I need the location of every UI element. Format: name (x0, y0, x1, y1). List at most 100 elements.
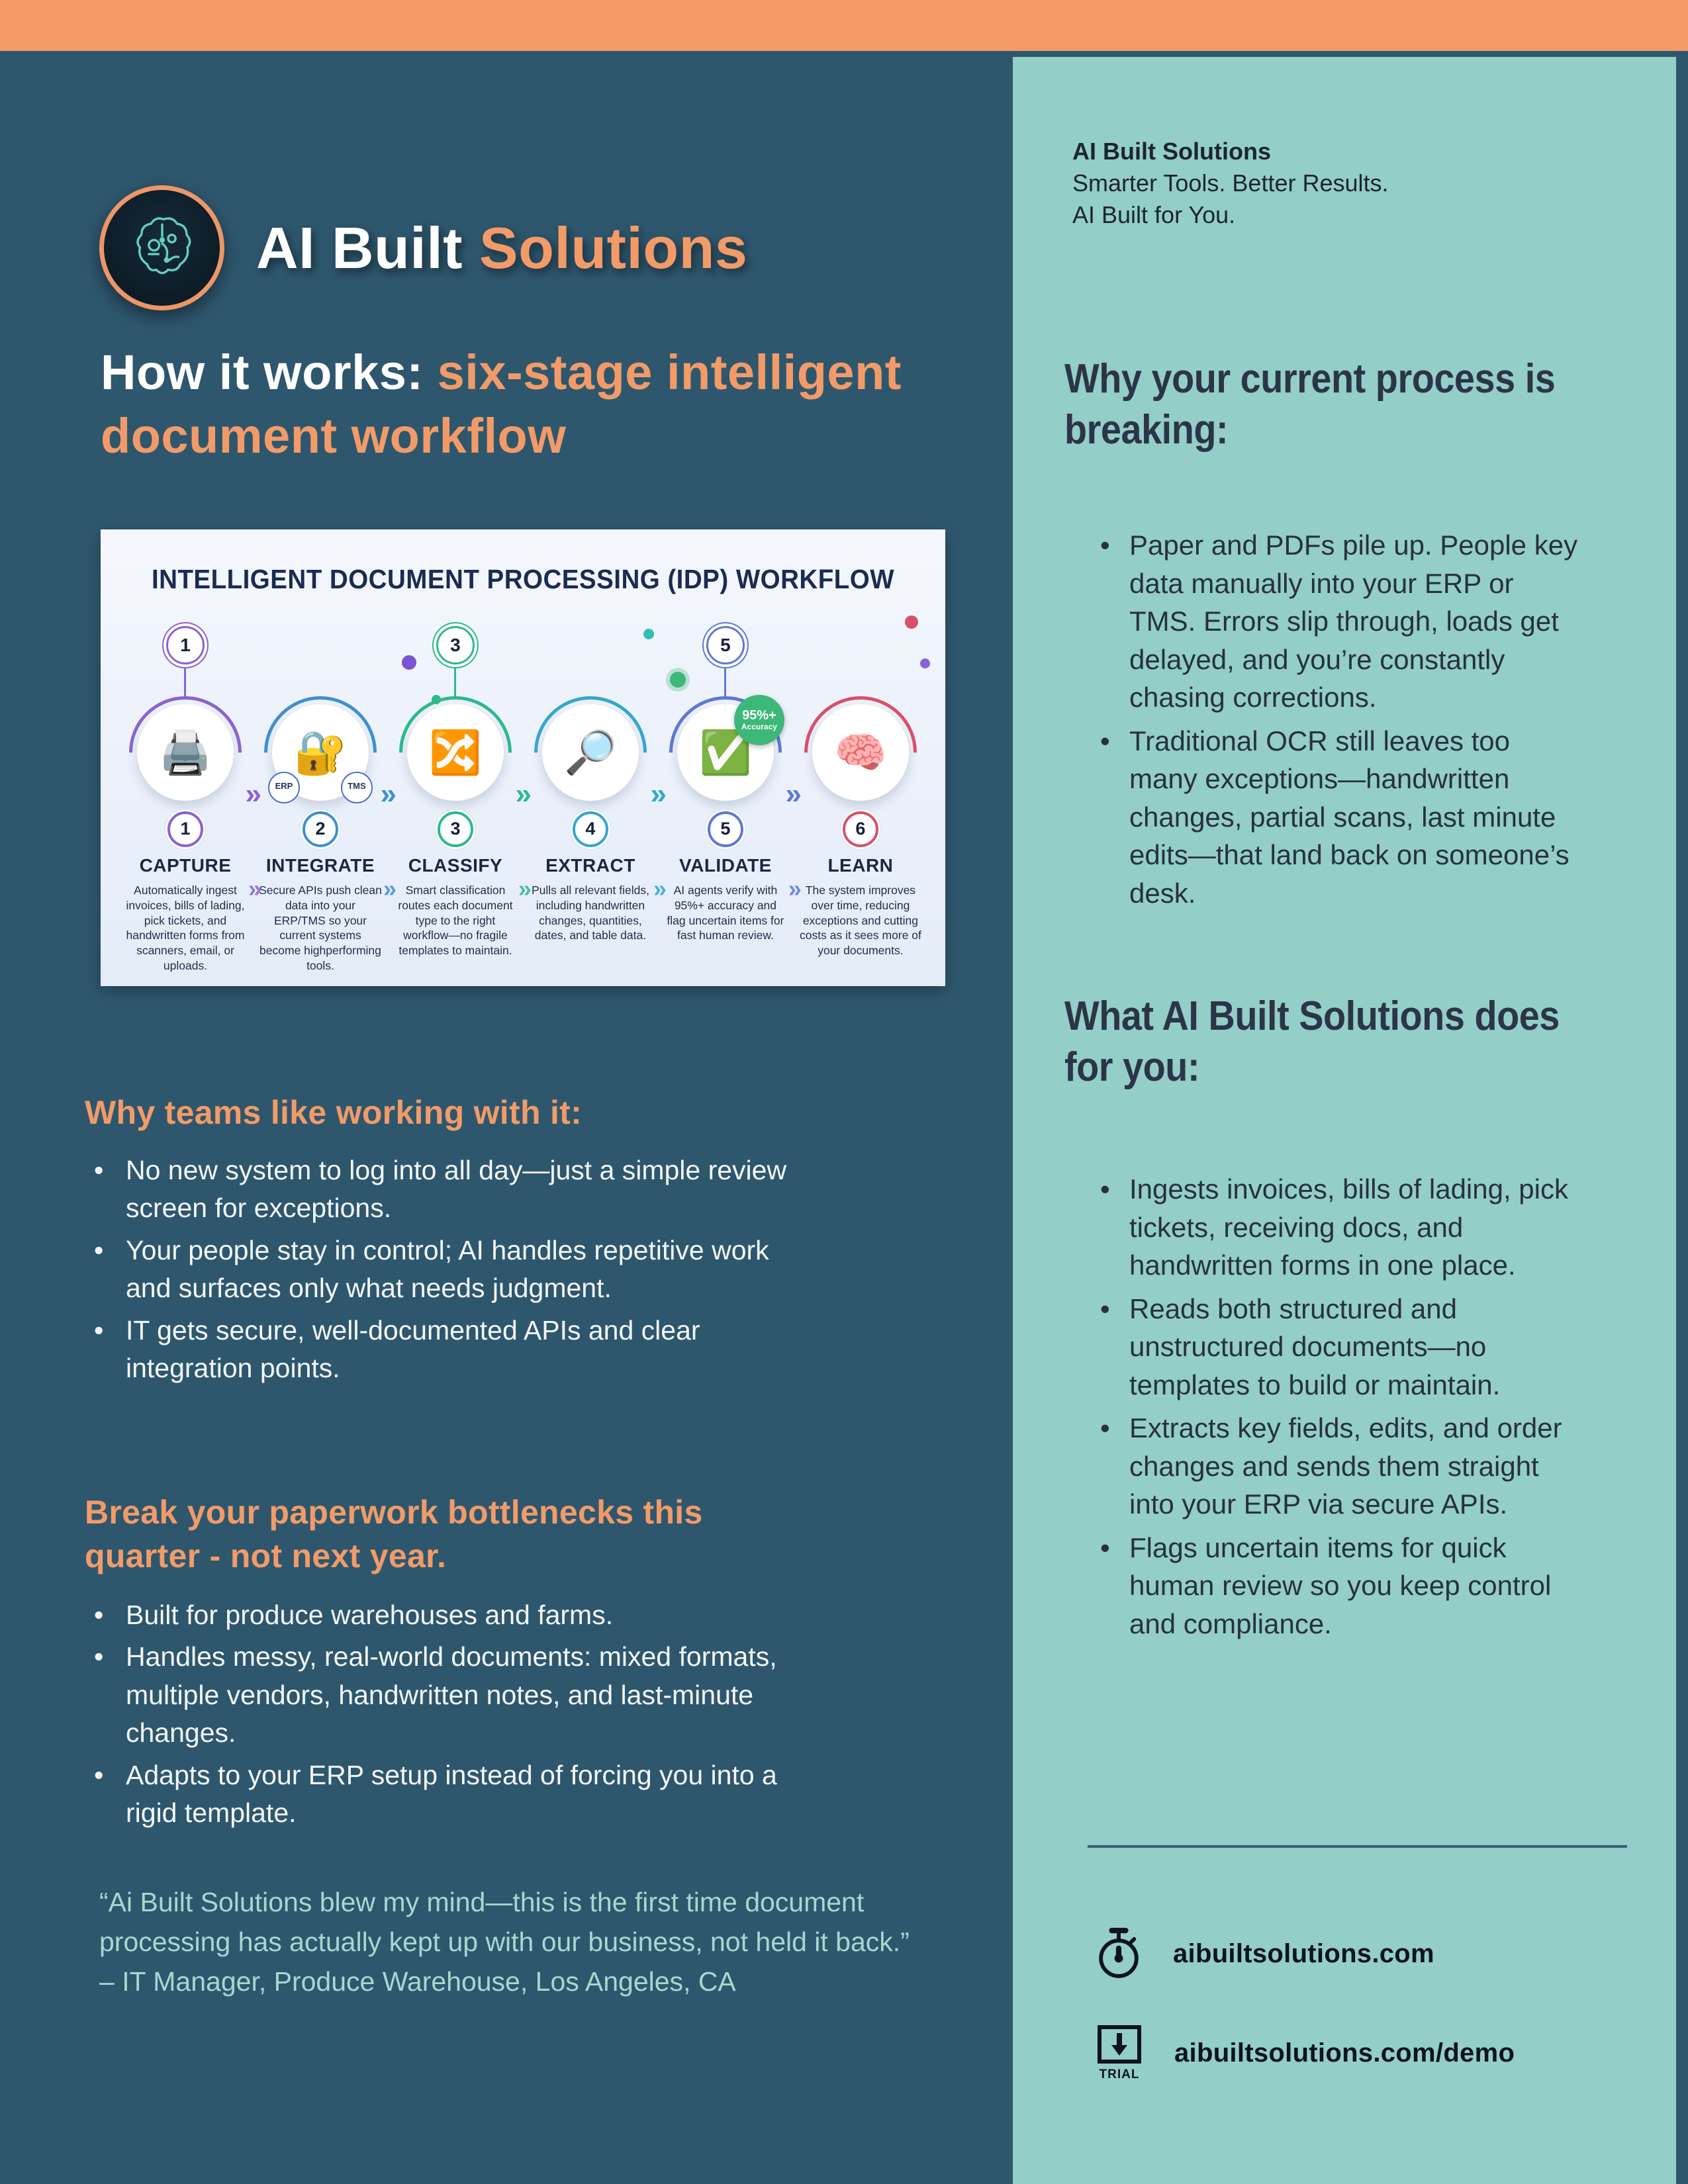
stage-name: CLASSIFY (408, 855, 503, 876)
stage-description: Secure APIs push clean data into your ER… (259, 884, 382, 972)
list-item: Reads both structured and unstructured d… (1092, 1290, 1579, 1404)
right-column-background (1013, 57, 1676, 2184)
list-item: Traditional OCR still leaves too many ex… (1092, 722, 1579, 913)
brand-tagline-1: Smarter Tools. Better Results. (1072, 169, 1389, 197)
routing-arrows-icon: 🔀 (429, 728, 482, 776)
footer-divider (1088, 1845, 1627, 1848)
brain-gears-icon: 🧠 (834, 728, 887, 776)
brand-logo-row: AI Built Solutions (99, 185, 747, 310)
trial-caption: TRIAL (1099, 2068, 1140, 2081)
erp-label: ERP (267, 772, 300, 803)
accuracy-badge-value: 95%+ (742, 707, 776, 723)
stage-capture: 1 🖨️ 1 CAPTURE Automatically ingest invo… (118, 622, 261, 974)
stage-number-badge: 6 (842, 811, 878, 847)
brand-wordmark: AI Built Solutions (256, 214, 747, 282)
list-item: Handles messy, real-world documents: mix… (86, 1638, 827, 1752)
badge-stem (454, 668, 457, 696)
stage-number-badge: 2 (302, 811, 338, 847)
stage-top-slot: 3 (394, 622, 517, 696)
stage-icon-circle: 🔎 (541, 704, 639, 801)
workflow-diagram: INTELLIGENT DOCUMENT PROCESSING (IDP) WO… (101, 529, 945, 986)
quote-text: “Ai Built Solutions blew my mind—this is… (99, 1887, 910, 1957)
cloud-lock-icon: 🔐 (294, 728, 347, 776)
list-item: IT gets secure, well-documented APIs and… (86, 1312, 808, 1388)
stage-icon-circle: 🔐 ERP TMS (267, 704, 373, 803)
what-we-do-bullet-list: Ingests invoices, bills of lading, pick … (1092, 1170, 1579, 1648)
list-item: Flags uncertain items for quick human re… (1092, 1529, 1579, 1643)
decorative-dot (920, 659, 930, 668)
website-link-row: aibuiltsolutions.com (1091, 1926, 1434, 1981)
stage-icon-circle: 🔀 (406, 704, 504, 801)
top-accent-bar (0, 0, 1688, 51)
accuracy-badge: 95%+ Accuracy (733, 695, 784, 745)
section-heading-bottlenecks: Break your paperwork bottlenecks this qu… (85, 1494, 703, 1574)
list-item: Ingests invoices, bills of lading, pick … (1092, 1170, 1579, 1285)
diagram-title: INTELLIGENT DOCUMENT PROCESSING (IDP) WO… (151, 564, 895, 594)
section-heading-current-process: Why your current process is breaking: (1064, 356, 1556, 453)
stage-description: The system improves over time, reducing … (800, 884, 921, 957)
stage-number-top-badge: 5 (706, 626, 745, 664)
section-heading-why-teams: Why teams like working with it: (85, 1094, 583, 1131)
brand-wordmark-accent: Solutions (479, 214, 748, 281)
stage-name: INTEGRATE (265, 855, 375, 876)
stage-top-slot (529, 622, 652, 696)
list-item: Extracts key fields, edits, and order ch… (1092, 1409, 1579, 1524)
brand-name: AI Built Solutions (1072, 138, 1271, 165)
stage-icon-circle: 🧠 (812, 704, 909, 801)
stage-description: Smart classification routes each documen… (398, 884, 513, 957)
stage-number-badge: 1 (167, 811, 203, 847)
trial-download-icon: TRIAL (1091, 2024, 1148, 2082)
stage-description: Automatically ingest invoices, bills of … (126, 884, 245, 972)
demo-link-row: TRIAL aibuiltsolutions.com/demo (1091, 2024, 1515, 2082)
section-heading-what-we-do: What AI Built Solutions does for you: (1064, 993, 1560, 1090)
stage-number-badge: 3 (437, 811, 473, 847)
brand-tagline-2: AI Built for You. (1072, 201, 1236, 228)
stage-number-top-badge: 3 (436, 626, 475, 664)
workflow-stages-row: 1 🖨️ 1 CAPTURE Automatically ingest invo… (118, 622, 928, 974)
website-link[interactable]: aibuiltsolutions.com (1173, 1938, 1434, 1968)
stage-icon-circle: ✅ 95%+ Accuracy (677, 695, 784, 801)
list-item: Your people stay in control; AI handles … (86, 1232, 808, 1308)
brain-icon (136, 216, 191, 274)
stage-top-slot (799, 622, 922, 696)
stage-classify: 3 🔀 3 CLASSIFY Smart classification rout… (388, 622, 532, 974)
page-title-accent: six-stage intelligent document workflow (101, 345, 902, 464)
scanner-icon: 🖨️ (159, 728, 212, 776)
page-title-lead: How it works: (101, 345, 424, 400)
stage-top-slot (259, 622, 382, 696)
badge-stem (184, 668, 187, 696)
stage-icon-circle: 🖨️ (136, 704, 234, 801)
bottlenecks-bullet-list: Built for produce warehouses and farms. … (86, 1596, 827, 1836)
brand-logo (99, 185, 224, 310)
stage-integrate: 🔐 ERP TMS 2 INTEGRATE Secure APIs push c… (253, 622, 397, 974)
list-item: Adapts to your ERP setup instead of forc… (86, 1756, 827, 1833)
list-item: No new system to log into all day—just a… (86, 1152, 808, 1228)
stage-top-slot: 5 (664, 622, 787, 696)
accuracy-badge-label: Accuracy (741, 721, 777, 731)
demo-link[interactable]: aibuiltsolutions.com/demo (1174, 2038, 1515, 2068)
page-title: How it works: six-stage intelligent docu… (101, 341, 981, 468)
list-item: Paper and PDFs pile up. People key data … (1092, 526, 1579, 717)
stage-number-top-badge: 1 (165, 626, 205, 664)
why-teams-bullet-list: No new system to log into all day—just a… (86, 1152, 808, 1391)
testimonial-quote: “Ai Built Solutions blew my mind—this is… (99, 1883, 914, 2002)
stage-name: EXTRACT (545, 855, 635, 876)
badge-stem (724, 668, 727, 696)
stage-name: VALIDATE (679, 855, 772, 876)
stage-description: Pulls all relevant fields, including han… (531, 884, 649, 942)
tms-label: TMS (340, 772, 373, 803)
stage-name: LEARN (827, 855, 894, 876)
stage-extract: 🔎 4 EXTRACT Pulls all relevant fields, i… (523, 622, 667, 974)
stage-number-badge: 4 (572, 811, 608, 847)
stage-validate: 5 ✅ 95%+ Accuracy 5 VALIDATE AI agents v… (658, 622, 802, 974)
stage-top-slot: 1 (124, 622, 247, 696)
stage-name: CAPTURE (139, 855, 232, 876)
stage-description: AI agents verify with 95%+ accuracy and … (667, 884, 784, 942)
stopwatch-icon (1099, 1927, 1139, 1978)
stage-number-badge: 5 (707, 811, 743, 847)
quote-attribution: – IT Manager, Produce Warehouse, Los Ang… (99, 1966, 736, 1997)
right-brand-block: AI Built Solutions Smarter Tools. Better… (1072, 136, 1389, 231)
stage-learn: 🧠 6 LEARN The system improves over time,… (793, 622, 928, 974)
brand-wordmark-primary: AI Built (256, 214, 463, 281)
magnifier-document-icon: 🔎 (564, 728, 617, 776)
